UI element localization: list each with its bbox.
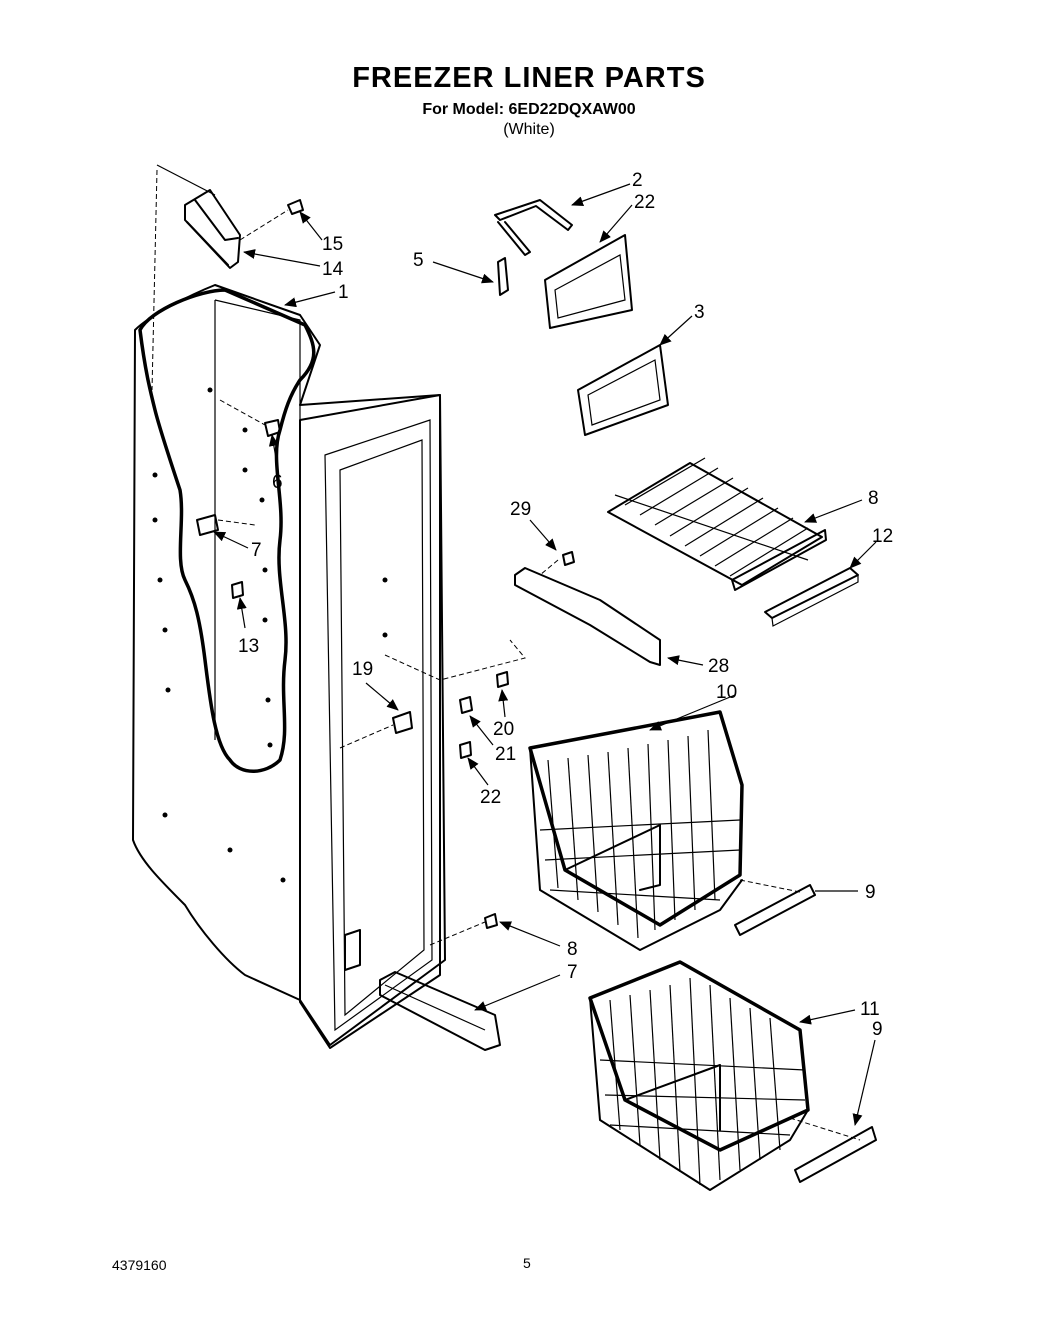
callout-2: 2 (632, 170, 643, 191)
lower-basket (588, 960, 810, 1191)
color-line: (White) (503, 121, 555, 138)
document-number: 4379160 (112, 1257, 167, 1273)
model-line: For Model: 6ED22DQXAW00 (422, 101, 636, 118)
callout-8-lower: 8 (567, 939, 578, 960)
lower-trim-cover (379, 913, 501, 1051)
callout-numbers: 2 22 5 3 15 14 1 6 7 13 29 8 12 28 10 19… (238, 170, 893, 1040)
shelf-trim (764, 567, 859, 627)
callout-9-upper: 9 (865, 882, 876, 903)
page-number: 5 (523, 1255, 531, 1271)
callout-9-lower: 9 (872, 1019, 883, 1040)
callout-8-upper: 8 (868, 488, 879, 509)
callout-1: 1 (338, 282, 349, 303)
callout-3: 3 (694, 302, 705, 323)
callout-15: 15 (322, 234, 343, 255)
small-fasteners (339, 639, 526, 759)
page-title: FREEZER LINER PARTS (352, 62, 706, 94)
callout-28: 28 (708, 656, 729, 677)
callout-14: 14 (322, 259, 344, 280)
callout-10: 10 (716, 682, 737, 703)
callout-12: 12 (872, 526, 893, 547)
callout-13: 13 (238, 636, 259, 657)
basket-rail (514, 551, 661, 666)
callout-29: 29 (510, 499, 531, 520)
glass-shelf-panel (577, 344, 669, 436)
upper-basket (528, 710, 744, 951)
callout-7-lower: 7 (567, 962, 578, 983)
freezer-liner (132, 164, 446, 1049)
callout-22-lower: 22 (480, 787, 501, 808)
callout-21: 21 (495, 744, 516, 765)
callout-19: 19 (352, 659, 373, 680)
callout-22-upper: 22 (634, 192, 655, 213)
basket-trim-lower (789, 1117, 877, 1183)
callout-7-upper: 7 (251, 540, 262, 561)
basket-trim-upper (734, 879, 816, 936)
callout-20: 20 (493, 719, 514, 740)
leader-lines (213, 183, 877, 1126)
upper-bracket (184, 189, 304, 269)
callout-6: 6 (272, 472, 283, 493)
callout-5: 5 (413, 250, 424, 271)
callout-11: 11 (860, 999, 880, 1020)
shelf-bracket-upper (494, 199, 633, 329)
mounting-clips (196, 399, 281, 599)
wire-shelf (607, 457, 827, 591)
